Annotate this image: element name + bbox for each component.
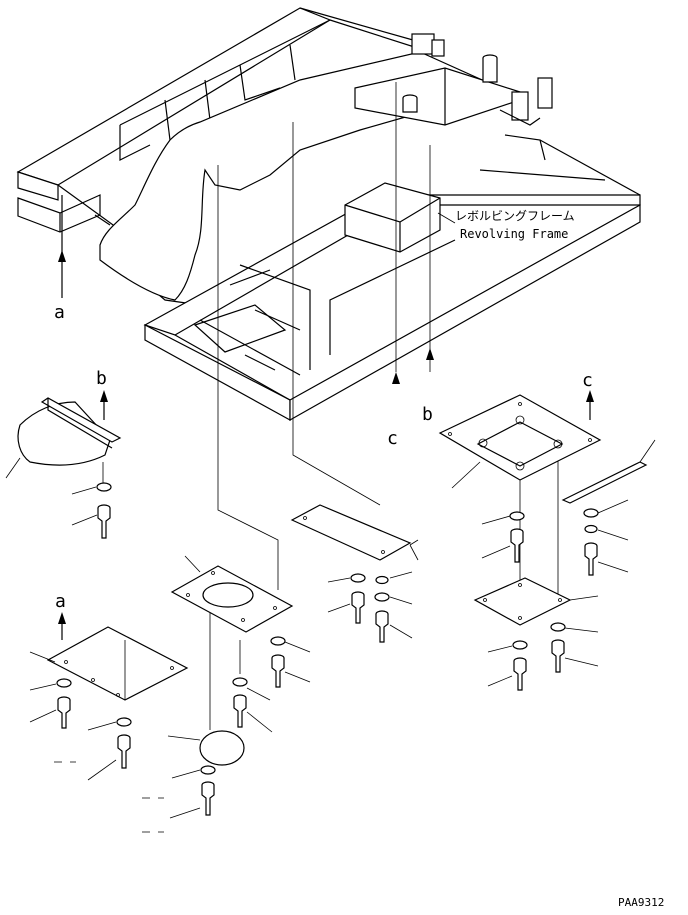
drawing-code: PAA9312: [618, 896, 664, 909]
frame-label-en: Revolving Frame: [460, 227, 568, 241]
round-cover-hardware: [142, 765, 216, 833]
plate-with-opening: [170, 555, 294, 633]
plate-a: [29, 626, 189, 701]
callout-c-top: c: [387, 428, 398, 449]
curved-cover-b: [5, 397, 122, 479]
center-hardware: [327, 571, 413, 643]
frame-label-jp: レボルビングフレーム: [455, 209, 575, 223]
revolving-frame: [16, 7, 641, 422]
leader-line-left-plate: [217, 165, 279, 590]
plate-right-lower: [473, 577, 599, 626]
plate-a-hardware: [29, 678, 132, 781]
plate-c-hardware: [481, 499, 629, 576]
callout-b-left: b: [96, 368, 107, 389]
reference-arrows: [58, 195, 594, 640]
opening-plate-hardware: [232, 636, 311, 733]
callout-a-bottom: a: [55, 591, 66, 612]
washer-bolt-b: [71, 462, 112, 539]
center-plate: [290, 504, 419, 561]
callout-b-top: b: [422, 404, 433, 425]
plate-right-lower-hardware: [487, 622, 599, 691]
round-cover: [167, 730, 245, 766]
plate-c: [438, 394, 602, 489]
long-strip: [561, 439, 656, 504]
frame-label-leader: [437, 212, 456, 224]
leader-line-center-plate: [292, 122, 381, 506]
callout-c-right: c: [582, 370, 593, 391]
callout-a-top: a: [54, 302, 65, 323]
